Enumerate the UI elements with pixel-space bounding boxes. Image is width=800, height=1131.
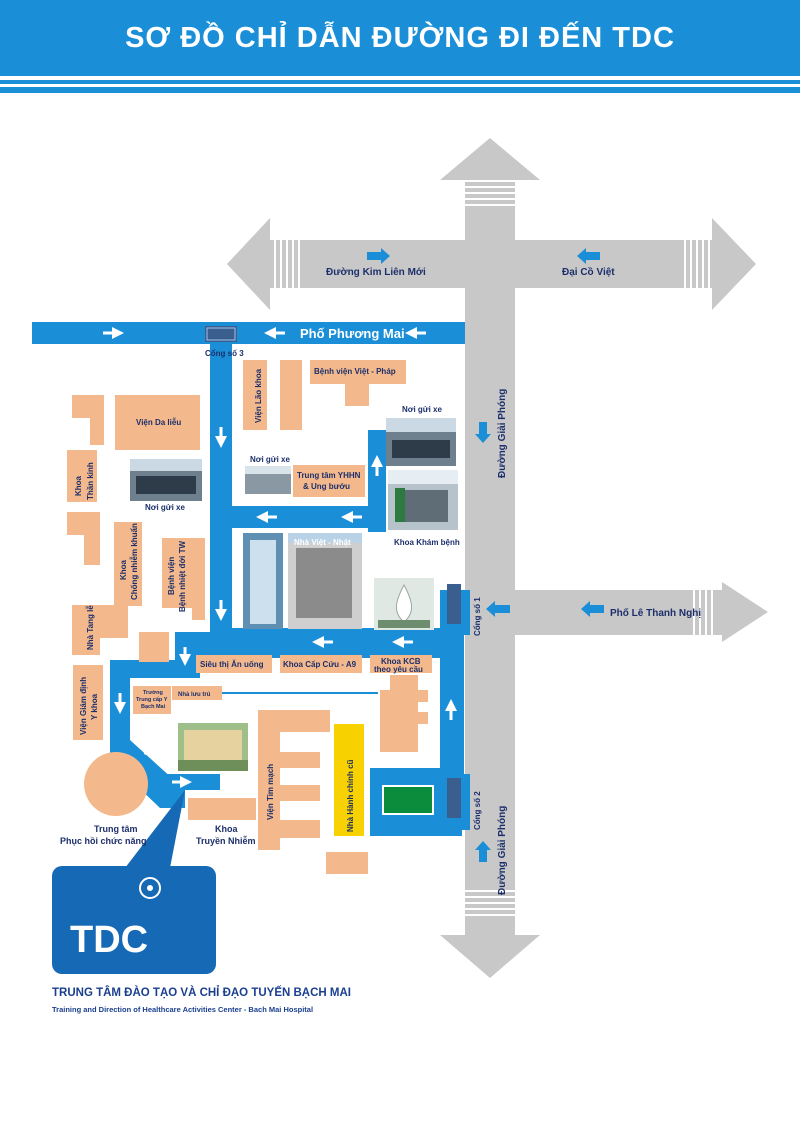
label-khoa-kham-benh: Khoa Khám bệnh — [394, 538, 460, 547]
road-stripes — [274, 180, 713, 916]
admin-building-shape — [334, 724, 364, 836]
header-bar: SƠ ĐỒ CHỈ DẪN ĐƯỜNG ĐI ĐẾN TDC — [0, 0, 800, 76]
label-khoa-kcb-1: Khoa KCB — [381, 657, 421, 666]
label-gate-2: Cổng số 2 — [473, 791, 482, 830]
label-khoa-truyen-nhiem-1: Khoa — [215, 824, 238, 834]
street-le-thanh-nghi: Phố Lê Thanh Nghị — [610, 607, 701, 619]
gate-3 — [205, 326, 237, 342]
label-bv-nhiet-doi-2: Bệnh nhiệt đới TW — [178, 541, 187, 612]
label-khoa-kcb-2: theo yêu cầu — [374, 665, 423, 674]
label-trung-tam-phcn-2: Phục hồi chức năng — [60, 836, 147, 846]
label-trung-tam-phcn-1: Trung tâm — [94, 824, 138, 834]
photo-nha-viet-nhat — [243, 533, 362, 629]
flower-icon — [139, 877, 161, 899]
label-nha-tang-le: Nhà Tang lễ — [86, 605, 95, 650]
label-noi-gui-xe-left: Nơi gửi xe — [145, 503, 185, 512]
logo-text: TDC — [70, 919, 148, 961]
street-phuong-mai: Phố Phương Mai — [300, 326, 405, 341]
label-nha-hanh-chinh: Nhà Hành chính cũ — [346, 759, 355, 832]
label-khoa-truyen-nhiem-2: Truyền Nhiễm — [196, 836, 256, 846]
street-kim-lien: Đường Kim Liên Mới — [326, 267, 426, 278]
label-khoa-cnk-2: Chống nhiễm khuẩn — [130, 523, 139, 600]
label-bv-viet-phap: Bệnh viện Việt - Pháp — [314, 367, 396, 376]
label-khoa-than-kinh-2: Thần kinh — [86, 462, 95, 500]
photo-parking-left — [130, 459, 202, 501]
label-vien-tim-mach: Viện Tim mạch — [266, 764, 275, 820]
label-bv-nhiet-doi-1: Bệnh viện — [167, 557, 176, 595]
photo-tdc-building — [178, 723, 248, 771]
photo-statue — [374, 578, 434, 630]
label-gate-3: Cổng số 3 — [205, 349, 244, 358]
street-giai-phong-top: Đường Giải Phóng — [497, 389, 508, 478]
label-sieu-thi: Siêu thị Ăn uống — [200, 660, 264, 669]
label-noi-gui-xe-right: Nơi gửi xe — [402, 405, 442, 414]
header-divider — [0, 80, 800, 84]
label-gate-1: Cổng số 1 — [473, 597, 482, 636]
label-nha-viet-nhat: Nhà Việt - Nhật — [294, 538, 351, 547]
label-trung-tam-yhhn-2: & Ung bướu — [303, 482, 350, 491]
rehab-center-shape — [84, 752, 148, 816]
main-road-network — [227, 138, 768, 978]
street-giai-phong-bottom: Đường Giải Phóng — [497, 806, 508, 895]
label-trung-tam-yhhn-1: Trung tâm YHHN — [297, 471, 361, 480]
header-divider-thick — [0, 87, 800, 93]
street-dai-co-viet: Đại Cồ Việt — [562, 266, 615, 278]
buildings — [67, 360, 432, 874]
photo-parking-right — [386, 418, 456, 466]
label-vien-giam-dinh-2: Y khoa — [90, 693, 99, 720]
label-truong-tc-3: Bạch Mai — [141, 704, 166, 710]
green-field — [382, 785, 434, 815]
gate-1 — [447, 584, 461, 624]
photo-parking-mid — [245, 466, 291, 494]
label-vien-lao-khoa: Viện Lão khoa — [254, 368, 263, 423]
label-nha-luu-tru: Nhà lưu trú — [178, 692, 211, 698]
label-noi-gui-xe-mid: Nơi gửi xe — [250, 455, 290, 464]
footer-org-subtitle: Training and Direction of Healthcare Act… — [52, 1005, 314, 1014]
direction-arrows-blue — [367, 248, 604, 862]
direction-arrows-white — [103, 327, 457, 788]
label-vien-giam-dinh-1: Viện Giám định — [79, 677, 88, 735]
label-khoa-than-kinh-1: Khoa — [74, 475, 83, 496]
label-khoa-cnk-1: Khoa — [119, 559, 128, 580]
footer-org-name: TRUNG TÂM ĐÀO TẠO VÀ CHỈ ĐẠO TUYẾN BẠCH … — [52, 987, 351, 999]
page-title: SƠ ĐỒ CHỈ DẪN ĐƯỜNG ĐI ĐẾN TDC — [125, 21, 675, 54]
label-khoa-cap-cuu: Khoa Cấp Cứu - A9 — [283, 660, 357, 669]
gate-2 — [447, 778, 461, 818]
label-truong-tc-2: Trung cấp Y — [136, 696, 168, 703]
photo-khoa-kham-benh — [388, 470, 458, 530]
label-vien-da-lieu: Viện Da liễu — [136, 418, 181, 427]
tdc-logo-callout: TDC — [52, 790, 216, 974]
label-truong-tc-1: Trường — [143, 690, 163, 696]
